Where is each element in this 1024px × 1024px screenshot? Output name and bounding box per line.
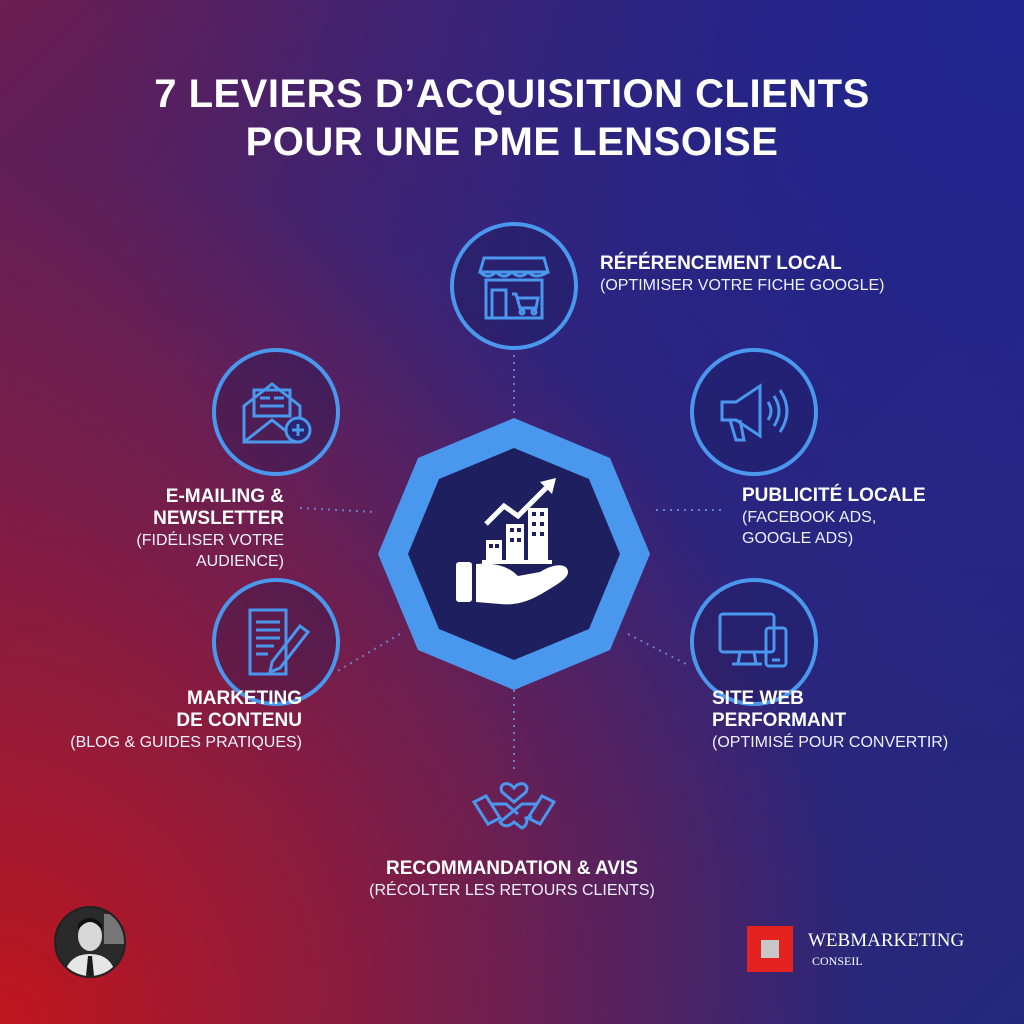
envelope-newsletter-icon (242, 382, 312, 444)
page-title-line2: POUR UNE PME LENSOISE (245, 120, 779, 164)
lever-local-ads: PUBLICITÉ LOCALE (FACEBOOK ADS, GOOGLE A… (742, 485, 926, 549)
lever-website: SITE WEB PERFORMANT (OPTIMISÉ POUR CONVE… (712, 688, 948, 753)
lever-title: RÉFÉRENCEMENT LOCAL (600, 253, 842, 274)
brand-logo-mark (747, 926, 793, 972)
brand-name: WEBMARKETING (808, 930, 965, 951)
local-seo-icon-circle (450, 222, 578, 350)
handshake-heart-icon (471, 782, 557, 830)
lever-desc-line2: AUDIENCE) (195, 553, 284, 570)
lever-title-line2: PERFORMANT (712, 710, 847, 731)
lever-title-line2: NEWSLETTER (153, 508, 284, 529)
website-icon-circle (690, 578, 818, 706)
page-title-line1: 7 LEVIERS D’ACQUISITION CLIENTS (154, 72, 870, 116)
author-avatar (54, 906, 126, 978)
lever-desc-line2: GOOGLE ADS) (742, 530, 854, 547)
hand-growth-chart-icon (456, 478, 568, 605)
lever-title-line2: DE CONTENU (176, 710, 302, 731)
lever-local-seo: RÉFÉRENCEMENT LOCAL (OPTIMISER VOTRE FIC… (600, 253, 884, 296)
local-ads-icon-circle (690, 348, 818, 476)
lever-title: PUBLICITÉ LOCALE (742, 485, 926, 506)
emailing-icon-circle (212, 348, 340, 476)
lever-desc: (BLOG & GUIDES PRATIQUES) (70, 734, 302, 751)
storefront-cart-icon (478, 256, 550, 320)
lever-title-line1: MARKETING (186, 688, 302, 709)
content-marketing-icon-circle (212, 578, 340, 706)
lever-content-marketing: MARKETING DE CONTENU (BLOG & GUIDES PRAT… (22, 688, 302, 753)
lever-title-line1: SITE WEB (712, 688, 804, 709)
lever-recommendation: RECOMMANDATION & AVIS (RÉCOLTER LES RETO… (312, 858, 712, 901)
megaphone-icon (720, 383, 789, 442)
lever-title: RECOMMANDATION & AVIS (386, 858, 638, 879)
lever-emailing: E-MAILING & NEWSLETTER (FIDÉLISER VOTRE … (22, 486, 284, 572)
center-octagon (378, 418, 650, 690)
lever-desc: (RÉCOLTER LES RETOURS CLIENTS) (369, 882, 655, 899)
document-pencil-icon (248, 608, 311, 676)
lever-desc: (OPTIMISÉ POUR CONVERTIR) (712, 734, 949, 751)
lever-desc-line1: (FACEBOOK ADS, (742, 509, 877, 526)
brand-sub: CONSEIL (812, 954, 863, 968)
lever-title-line1: E-MAILING & (165, 486, 284, 507)
desktop-mobile-icon (718, 612, 788, 668)
lever-desc: (OPTIMISER VOTRE FICHE GOOGLE) (600, 277, 885, 294)
lever-desc-line1: (FIDÉLISER VOTRE (136, 532, 284, 549)
